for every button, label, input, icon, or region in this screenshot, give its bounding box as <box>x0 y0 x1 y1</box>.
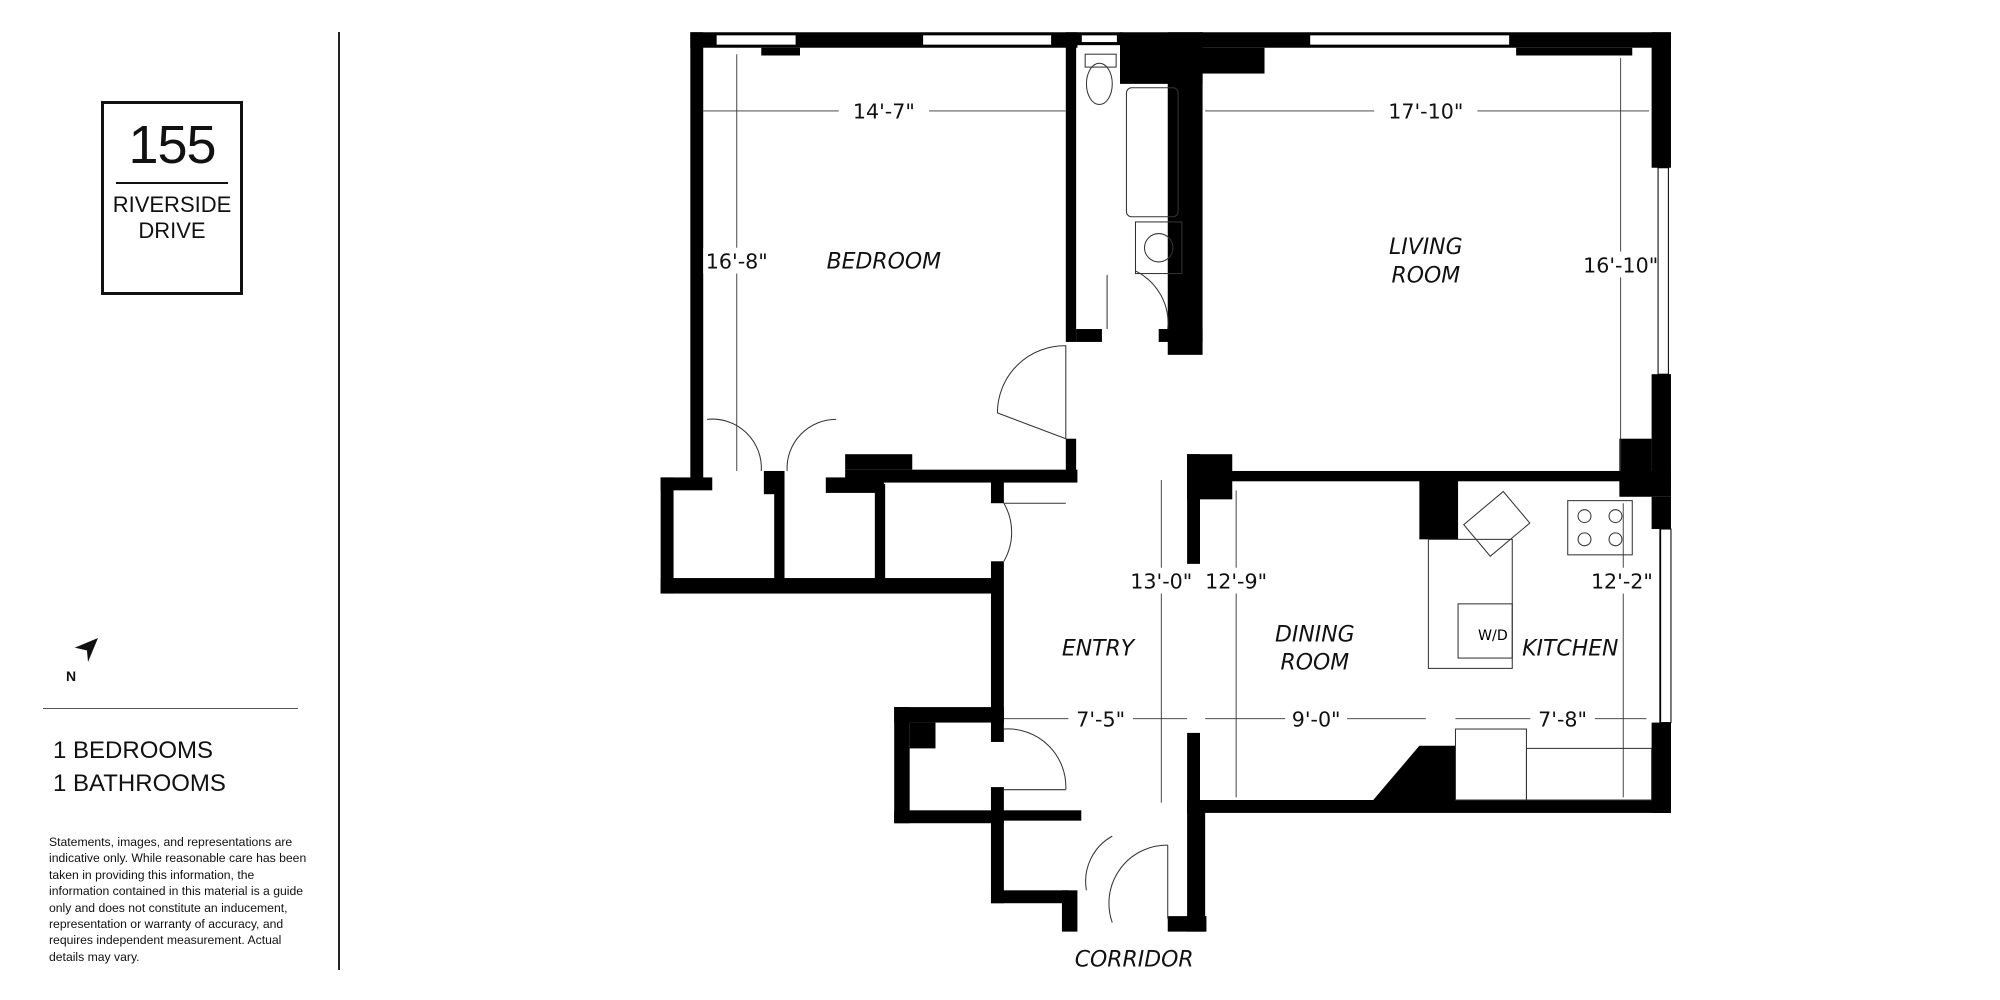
dimension-labels: 14'-7" 16'-8" 17'-10" 16'-10" 13'-0" 12'… <box>703 98 1658 732</box>
room-bedroom: BEDROOM <box>827 249 942 274</box>
bedroom-door <box>996 345 1067 440</box>
north-label: N <box>66 668 77 684</box>
kitchen-height: 12'-2" <box>1591 569 1653 593</box>
bedroom-width: 14'-7" <box>853 100 915 124</box>
living-height: 16'-10" <box>1583 253 1658 277</box>
windows <box>715 34 1672 724</box>
living-width: 17'-10" <box>1388 100 1463 124</box>
room-living-line1: LIVING <box>1389 235 1463 260</box>
room-kitchen: KITCHEN <box>1522 636 1618 661</box>
entry-width: 7'-5" <box>1076 707 1125 731</box>
bedroom-height: 16'-8" <box>706 249 768 273</box>
walls <box>660 32 1671 932</box>
logo-divider <box>116 182 228 184</box>
north-arrow-icon <box>73 638 98 662</box>
disclaimer: Statements, images, and representations … <box>49 835 307 964</box>
room-entry: ENTRY <box>1062 636 1136 661</box>
street-line-2: DRIVE <box>138 218 206 243</box>
building-logo: 155 RIVERSIDE DRIVE <box>101 101 243 295</box>
bathtub-icon <box>1125 87 1179 218</box>
corridor-label: CORRIDOR <box>1075 947 1194 972</box>
fixtures <box>707 53 1653 923</box>
bathroom-count: 1 BATHROOMS <box>53 770 226 797</box>
panel-divider <box>338 32 340 970</box>
toilet-icon <box>1085 62 1113 106</box>
stove-icon <box>1567 500 1633 556</box>
washer-dryer-icon <box>1457 603 1513 659</box>
summary-divider <box>43 708 298 709</box>
kitchen-sink-icon <box>1463 490 1531 558</box>
dining-width: 9'-0" <box>1292 707 1341 731</box>
room-living-line2: ROOM <box>1391 264 1460 289</box>
street-line-1: RIVERSIDE <box>112 192 232 217</box>
entry-height: 13'-0" <box>1130 569 1192 593</box>
kitchen-width: 7'-8" <box>1538 707 1587 731</box>
fridge-icon <box>1454 728 1527 801</box>
unit-summary: 1 BEDROOMS 1 BATHROOMS <box>53 734 226 800</box>
bedroom-count: 1 BEDROOMS <box>53 737 214 764</box>
compass: N <box>66 636 106 696</box>
room-dining-line1: DINING <box>1275 622 1355 647</box>
dining-height: 12'-9" <box>1205 569 1267 593</box>
building-number: 155 <box>128 115 216 175</box>
room-dining-line2: ROOM <box>1281 651 1350 676</box>
washer-dryer-label: W/D <box>1478 628 1508 644</box>
sink-icon <box>1134 221 1183 275</box>
room-labels: BEDROOM LIVING ROOM ENTRY DINING ROOM KI… <box>827 235 1619 972</box>
